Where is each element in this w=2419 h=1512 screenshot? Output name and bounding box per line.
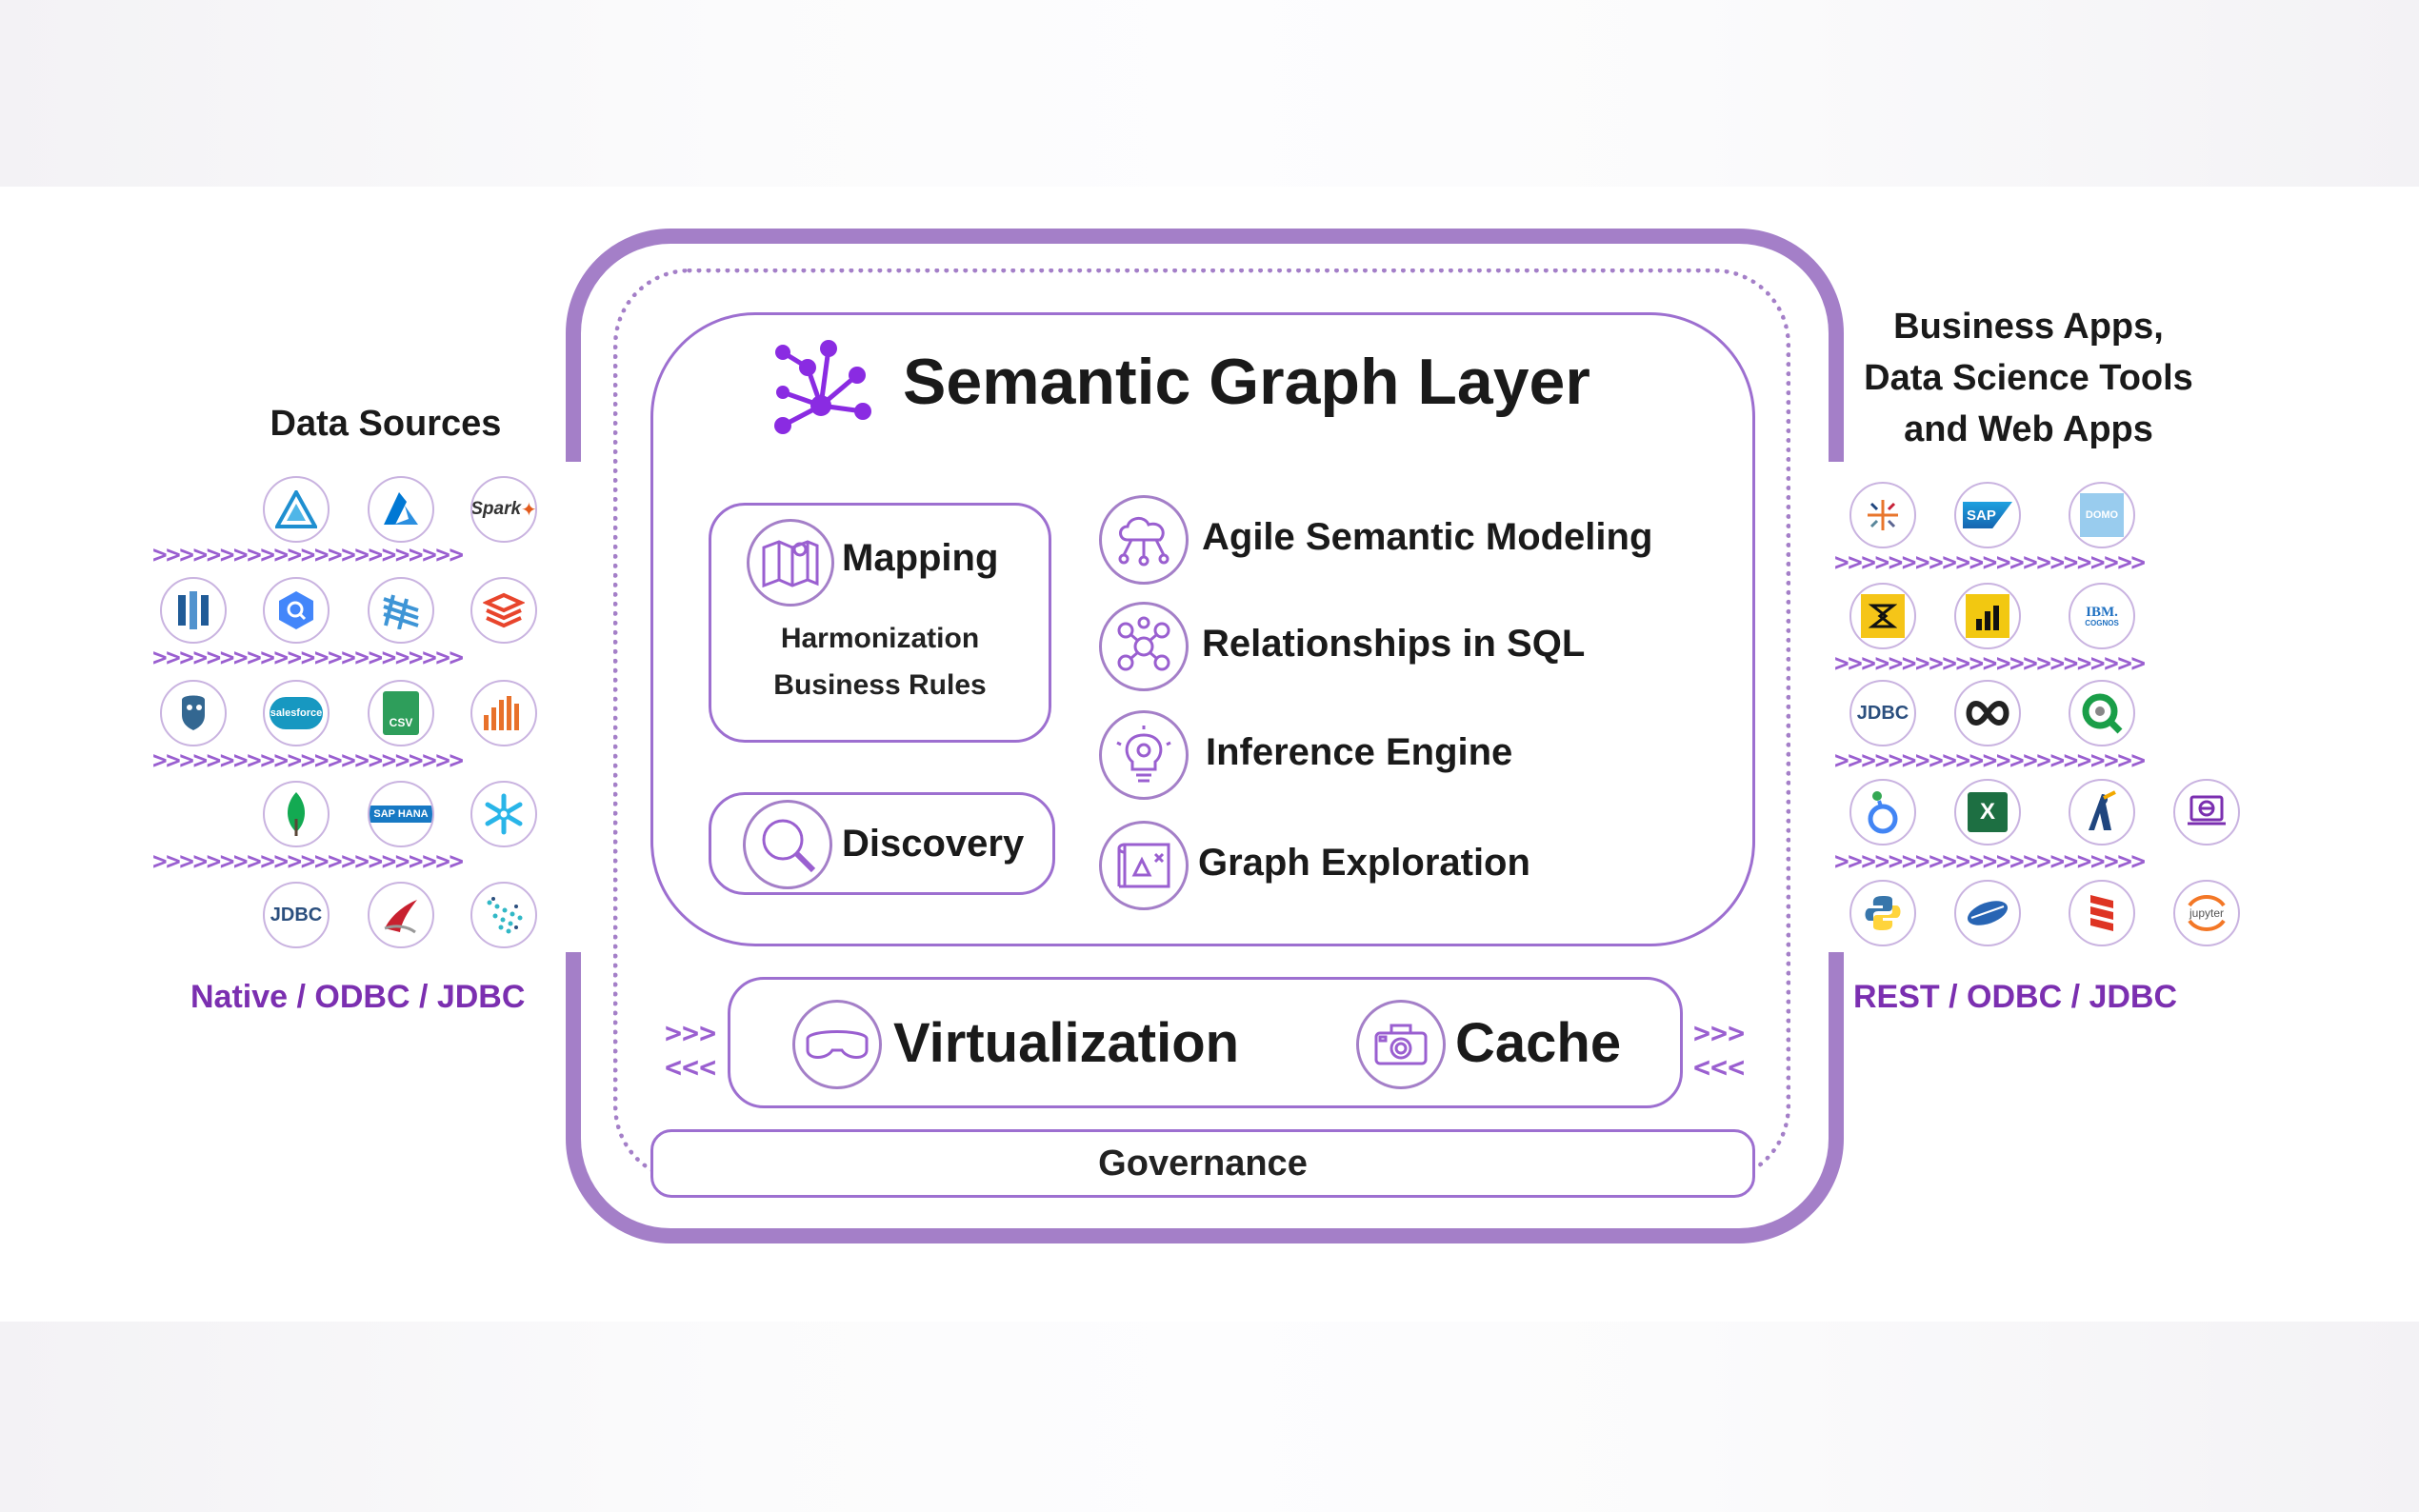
- excel-icon: X: [1954, 779, 2021, 846]
- bottom-gradient-band: [0, 1322, 2419, 1512]
- consumers-heading-line-2: Data Science Tools: [1864, 358, 2193, 398]
- azure-synapse-icon: [263, 476, 330, 543]
- azure-icon: [368, 476, 434, 543]
- jdbc-driver-icon: JDBC: [1849, 680, 1916, 746]
- salesforce-icon: salesforce: [263, 680, 330, 746]
- left-arrow-row-1: >>>>>>>>>>>>>>>>>>>>>>>: [152, 541, 464, 569]
- python-icon: [1849, 880, 1916, 946]
- data-sources-heading: Data Sources: [270, 404, 502, 444]
- sap-hana-icon: SAP HANA: [368, 781, 434, 847]
- feature-agile-semantic-modeling: Agile Semantic Modeling: [1202, 516, 1653, 558]
- network-people-icon: [1099, 602, 1189, 691]
- scala-icon: [2069, 880, 2135, 946]
- left-arrow-row-3: >>>>>>>>>>>>>>>>>>>>>>>: [152, 746, 464, 775]
- left-arrow-row-4: >>>>>>>>>>>>>>>>>>>>>>>: [152, 847, 464, 876]
- cloud-network-icon: [1099, 495, 1189, 585]
- power-bi-icon: [1954, 583, 2021, 649]
- databricks-icon: [470, 577, 537, 644]
- jdbc-icon: JDBC: [263, 882, 330, 948]
- bigquery-icon: [263, 577, 330, 644]
- vr-headset-icon: [792, 1000, 882, 1089]
- camera-icon: [1356, 1000, 1446, 1089]
- mongodb-icon: [263, 781, 330, 847]
- virt-arrow-out-left: <<<: [665, 1051, 717, 1084]
- top-gradient-band: [0, 0, 2419, 187]
- consumers-heading-line-1: Business Apps,: [1893, 307, 2164, 347]
- spark-icon: Spark✦: [470, 476, 537, 543]
- postgresql-icon: [160, 680, 227, 746]
- azure-data-lake-icon: [368, 577, 434, 644]
- right-arrow-row-1: >>>>>>>>>>>>>>>>>>>>>>>: [1834, 548, 2146, 577]
- sql-server-icon: [368, 882, 434, 948]
- harmonization-label: Harmonization: [780, 623, 980, 654]
- page-title: Semantic Graph Layer: [903, 346, 1590, 418]
- snowflake-icon: [470, 781, 537, 847]
- discovery-label: Discovery: [842, 823, 1025, 865]
- virt-arrow-in-right: >>>: [1693, 1017, 1746, 1050]
- aws-athena-icon: [470, 680, 537, 746]
- domo-icon: DOMO: [2069, 482, 2135, 548]
- pentaho-icon: [2069, 779, 2135, 846]
- magnifier-icon: [743, 800, 832, 889]
- left-protocols-label: Native / ODBC / JDBC: [190, 979, 526, 1015]
- right-arrow-row-2: >>>>>>>>>>>>>>>>>>>>>>>: [1834, 649, 2146, 678]
- left-arrow-row-2: >>>>>>>>>>>>>>>>>>>>>>>: [152, 644, 464, 672]
- redshift-icon: [160, 577, 227, 644]
- cache-label: Cache: [1455, 1012, 1622, 1074]
- governance-bar: Governance: [650, 1129, 1755, 1198]
- map-icon: [747, 519, 834, 607]
- virt-arrow-in-left: >>>: [665, 1017, 717, 1050]
- frame-gap-right: [1819, 462, 1851, 952]
- virtualization-cache-box: [728, 977, 1683, 1108]
- tableau-icon: [1849, 482, 1916, 548]
- looker-icon: [1849, 779, 1916, 846]
- lightbulb-icon: [1099, 710, 1189, 800]
- right-protocols-label: REST / ODBC / JDBC: [1853, 979, 2178, 1015]
- right-arrow-row-3: >>>>>>>>>>>>>>>>>>>>>>>: [1834, 746, 2146, 775]
- consumers-heading-line-3: and Web Apps: [1904, 409, 2153, 449]
- web-app-icon: [2173, 779, 2240, 846]
- blueprint-icon: [1099, 821, 1189, 910]
- qlik-icon: [2069, 680, 2135, 746]
- feature-inference-engine: Inference Engine: [1206, 731, 1513, 773]
- ibm-cognos-icon: IBM.COGNOS: [2069, 583, 2135, 649]
- right-arrow-row-4: >>>>>>>>>>>>>>>>>>>>>>>: [1834, 847, 2146, 876]
- csv-icon: CSV: [368, 680, 434, 746]
- feature-graph-exploration: Graph Exploration: [1198, 842, 1530, 884]
- virt-arrow-out-right: <<<: [1693, 1051, 1746, 1084]
- graph-network-icon: [774, 340, 871, 434]
- virtualization-label: Virtualization: [893, 1012, 1240, 1074]
- mapping-label: Mapping: [842, 537, 999, 579]
- jupyter-icon: jupyter: [2173, 880, 2240, 946]
- sisense-icon: [1849, 583, 1916, 649]
- dremio-icon: [470, 882, 537, 948]
- frame-gap-left: [558, 462, 590, 952]
- mapping-box: [709, 503, 1051, 743]
- business-rules-label: Business Rules: [773, 669, 987, 701]
- sap-icon: SAP: [1954, 482, 2021, 548]
- infinity-icon: [1954, 680, 2021, 746]
- zeppelin-icon: [1954, 880, 2021, 946]
- feature-relationships-in-sql: Relationships in SQL: [1202, 623, 1586, 665]
